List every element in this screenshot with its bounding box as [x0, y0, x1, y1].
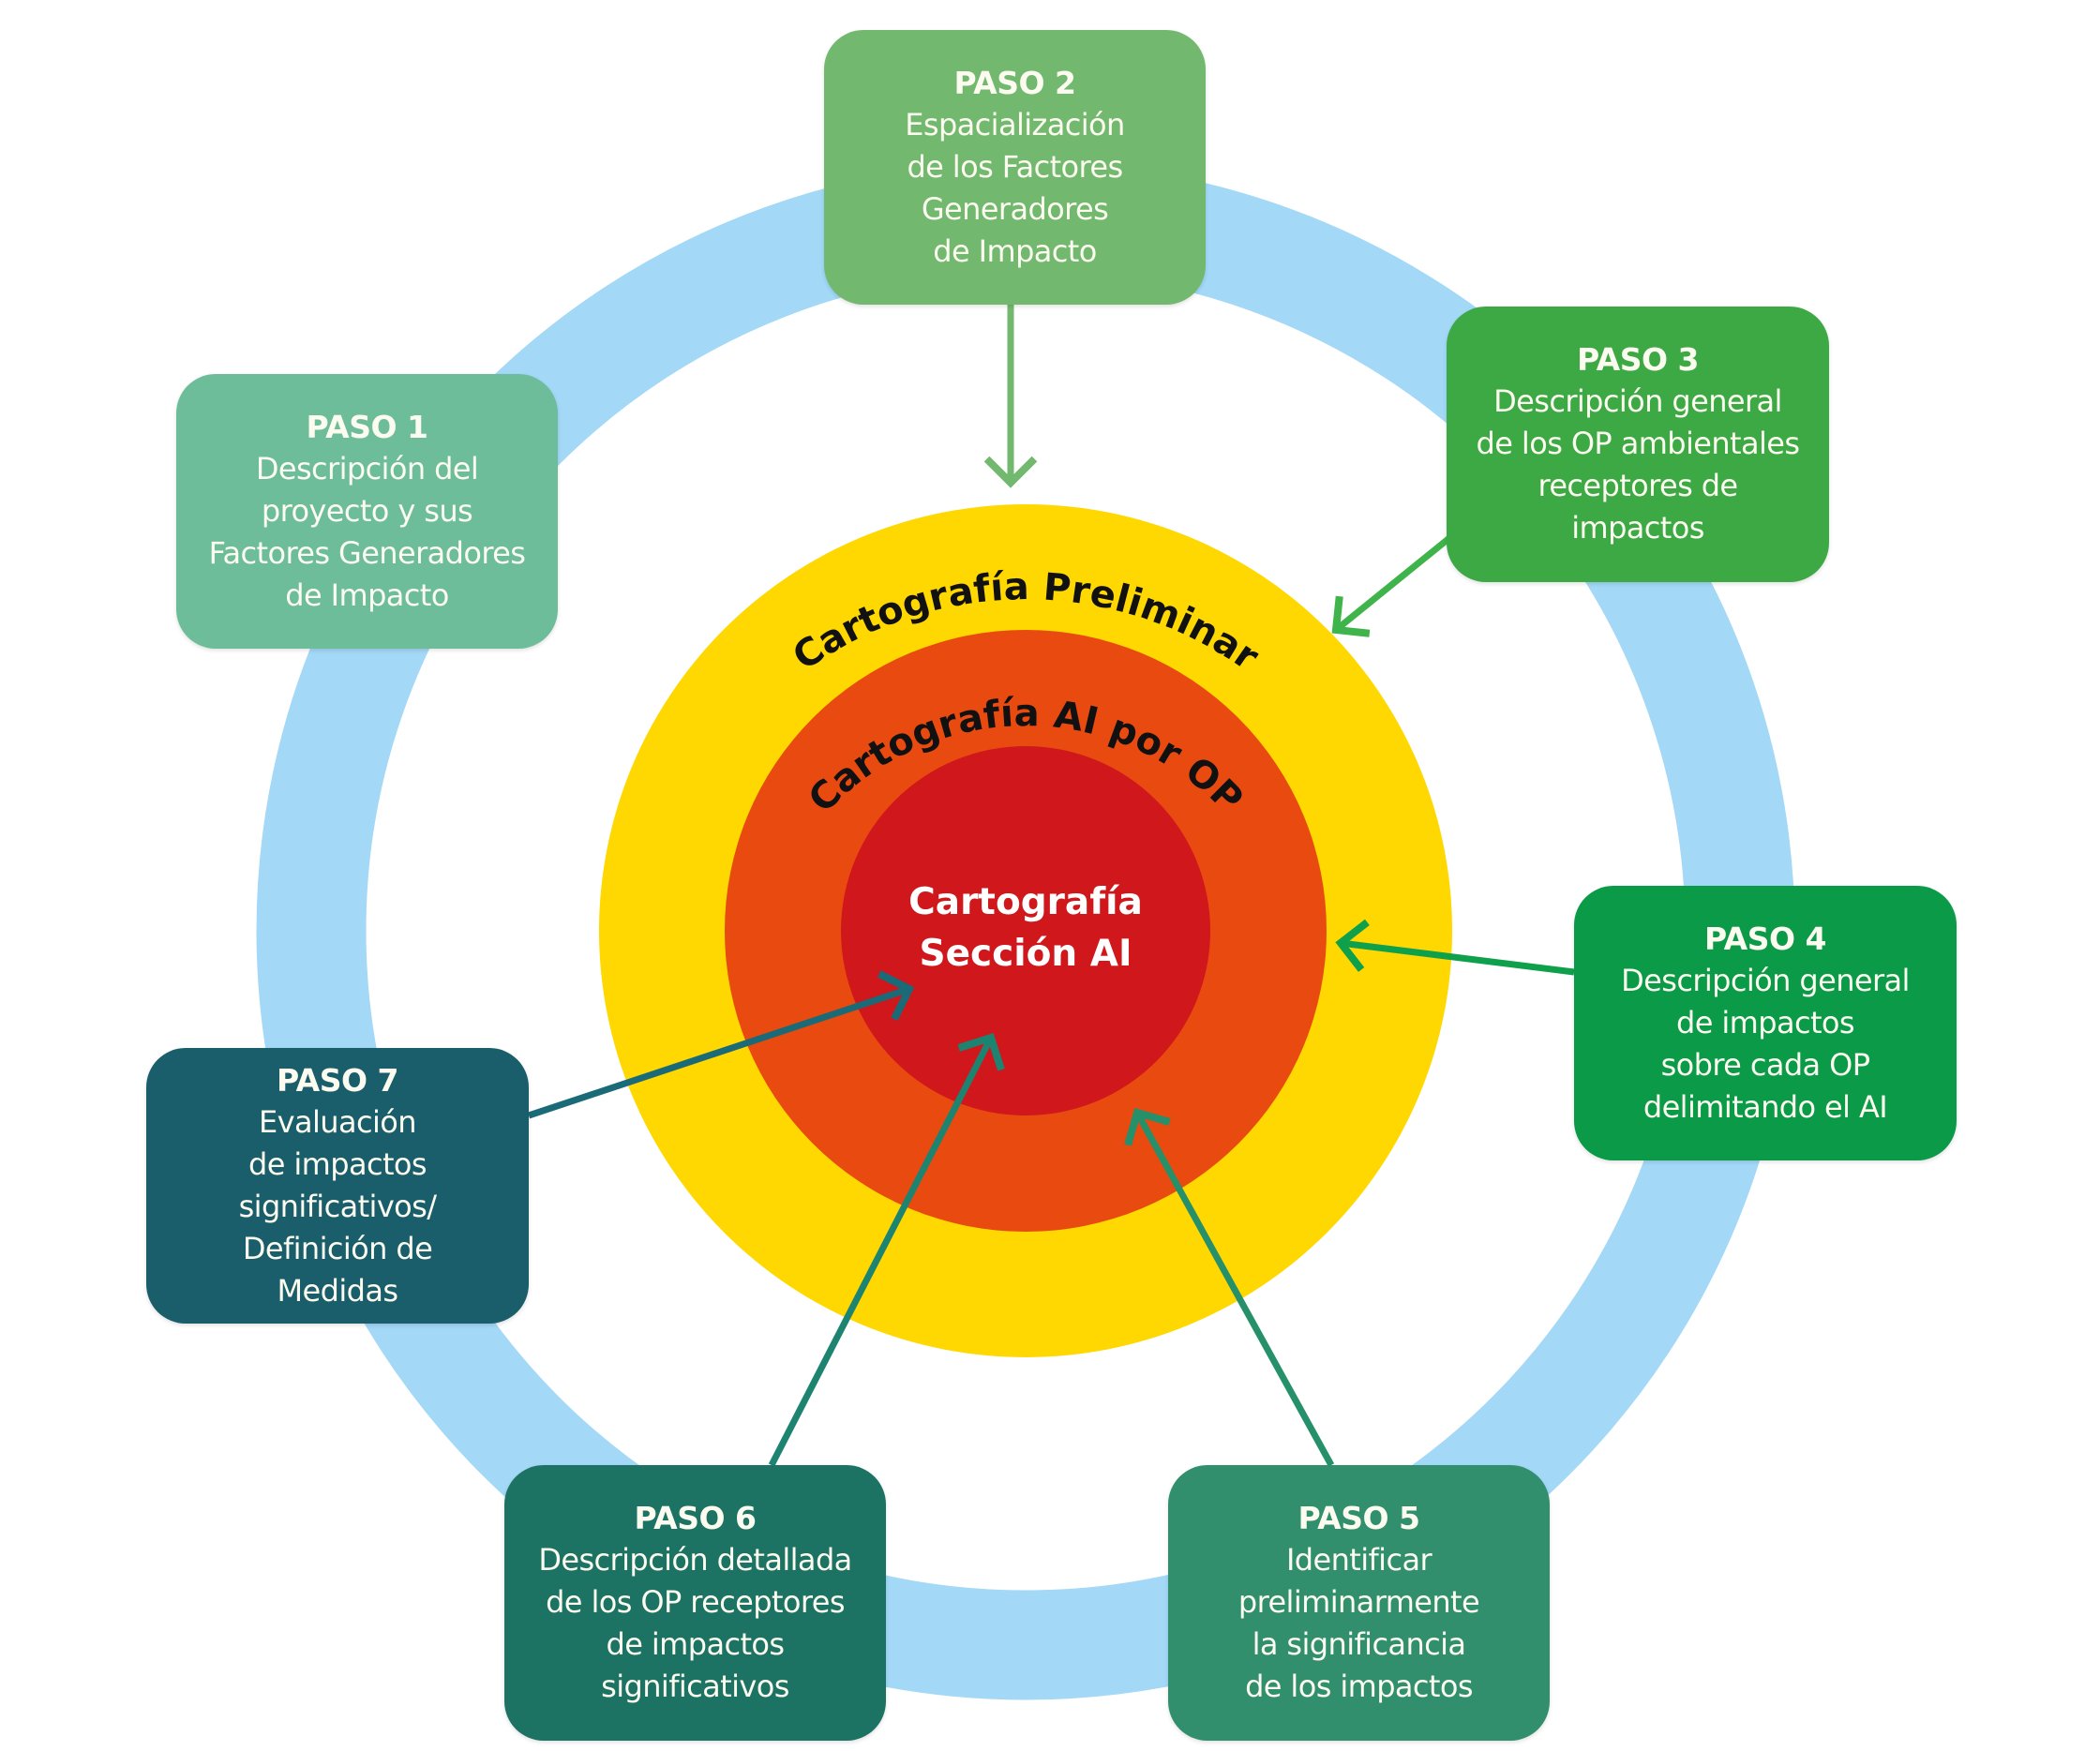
step-text-line: Evaluación: [259, 1103, 417, 1140]
step-text-line: sobre cada OP: [1660, 1046, 1870, 1083]
step-title: PASO 4: [1704, 920, 1826, 957]
step-box-paso-2: PASO 2 Espacialización de los Factores G…: [824, 30, 1206, 305]
arrow-line-p6: [768, 1036, 995, 1467]
arrow-line-p3: [1333, 535, 1452, 633]
step-text-line: Factores Generadores: [208, 534, 526, 571]
step-box-paso-5: PASO 5 Identificar preliminarmente la si…: [1168, 1465, 1550, 1741]
step-box-paso-6: PASO 6 Descripción detallada de los OP r…: [504, 1465, 886, 1741]
arrowhead-icon: [1335, 919, 1370, 972]
step-title: PASO 1: [306, 408, 428, 445]
step-text-line: receptores de: [1538, 468, 1738, 503]
step-text-line: Descripción del: [255, 450, 479, 486]
step-text-line: de Impacto: [285, 576, 449, 613]
step-text-line: impactos: [1571, 510, 1704, 546]
arrowhead-icon: [983, 456, 1038, 488]
step-box-paso-1: PASO 1 Descripción del proyecto y sus Fa…: [176, 374, 558, 649]
step-text-line: significativos: [601, 1669, 789, 1704]
step-text-line: Descripción detallada: [538, 1542, 852, 1578]
step-text-line: de Impacto: [933, 232, 1097, 269]
arrowhead-icon: [1331, 595, 1371, 637]
step-text-line: de los OP ambientales: [1476, 426, 1801, 461]
step-text-line: Descripción general: [1621, 962, 1910, 998]
layer-cartografia-seccion-ai: [841, 746, 1210, 1115]
inner-label-line-2: Sección AI: [919, 933, 1132, 975]
arrow-line-p5: [1133, 1111, 1335, 1467]
step-box-paso-3: PASO 3 Descripción general de los OP amb…: [1447, 307, 1829, 582]
arrowhead-icon: [957, 1032, 1005, 1071]
step-box-paso-7: PASO 7 Evaluación de impactos significat…: [146, 1048, 529, 1324]
step-text-line: Generadores: [921, 190, 1109, 227]
step-title: PASO 7: [277, 1061, 398, 1099]
step-text-line: Descripción general: [1493, 383, 1782, 419]
step-text-line: la significancia: [1252, 1626, 1466, 1662]
step-text-line: Medidas: [277, 1272, 399, 1309]
step-title: PASO 5: [1298, 1500, 1420, 1536]
arrow-line-p4: [1340, 939, 1575, 976]
step-text-line: proyecto y sus: [261, 492, 473, 529]
arrowhead-icon: [878, 970, 915, 1021]
step-title: PASO 6: [634, 1500, 757, 1536]
arrow-line-p7: [527, 985, 911, 1119]
step-text-line: de impactos: [1676, 1004, 1855, 1040]
inner-label-line-1: Cartografía: [908, 881, 1143, 923]
step-text-line: de los OP receptores: [546, 1584, 845, 1620]
step-text-line: Definición de: [242, 1230, 433, 1266]
step-text-line: Espacialización: [905, 106, 1125, 142]
step-text-line: delimitando el AI: [1642, 1088, 1888, 1125]
step-text-line: Identificar: [1285, 1542, 1432, 1578]
step-box-paso-4: PASO 4 Descripción general de impactos s…: [1574, 886, 1957, 1160]
step-text-line: preliminarmente: [1238, 1584, 1480, 1620]
step-text-line: de los impactos: [1245, 1669, 1473, 1704]
arrows-group: [527, 305, 1575, 1467]
step-text-line: significativos/: [238, 1188, 437, 1224]
inner-layer-label: Cartografía Sección AI: [838, 876, 1213, 980]
step-text-line: de impactos: [248, 1145, 428, 1182]
step-title: PASO 2: [953, 64, 1076, 101]
step-title: PASO 3: [1577, 341, 1699, 378]
step-text-line: de los Factores: [907, 148, 1123, 185]
step-text-line: de impactos: [606, 1626, 786, 1662]
arrowhead-icon: [1124, 1108, 1171, 1146]
